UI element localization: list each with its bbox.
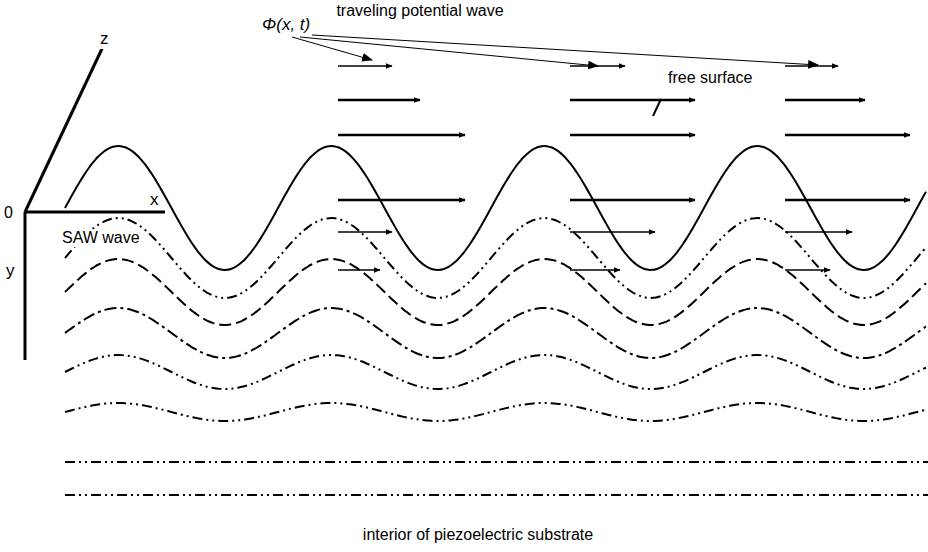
displacement-layer — [65, 355, 926, 389]
free-surface-wave — [65, 146, 926, 270]
field-arrow — [570, 269, 620, 271]
field-arrow — [785, 65, 838, 67]
surface-leader — [653, 99, 661, 116]
text-label: SAW wave — [60, 229, 142, 247]
field-arrow — [338, 269, 380, 271]
field-arrow — [338, 134, 465, 137]
field-arrow — [570, 199, 695, 202]
text-label: traveling potential wave — [336, 2, 503, 20]
text-label: 0 — [4, 204, 13, 222]
displacement-layer — [65, 308, 926, 358]
field-arrow — [785, 231, 852, 233]
displacement-layer — [65, 218, 926, 298]
text-label: interior of piezoelectric substrate — [363, 526, 593, 544]
field-arrow — [785, 134, 910, 137]
displacement-layer — [65, 461, 928, 463]
surface-curve — [65, 146, 926, 270]
field-arrow — [570, 231, 655, 233]
field-arrow — [338, 65, 392, 67]
field-arrow — [570, 99, 695, 102]
text-label: z — [98, 30, 111, 49]
field-arrow — [338, 99, 420, 102]
substrate-layers — [65, 218, 928, 495]
potential-arrows — [338, 66, 910, 270]
displacement-layer — [65, 403, 926, 421]
field-arrow — [785, 269, 830, 271]
displacement-layer — [65, 494, 928, 496]
phi-pointers — [292, 35, 818, 66]
field-arrow — [785, 199, 910, 202]
field-arrow — [338, 231, 392, 233]
text-label: Φ(x, t) — [262, 16, 310, 35]
coordinate-axes — [25, 36, 165, 360]
text-label: free surface — [666, 69, 754, 87]
field-arrow — [785, 99, 865, 102]
text-label: x — [150, 191, 159, 210]
text-label: y — [6, 262, 15, 281]
displacement-layer — [65, 259, 926, 325]
field-arrow — [338, 199, 465, 202]
field-arrow — [570, 134, 695, 137]
